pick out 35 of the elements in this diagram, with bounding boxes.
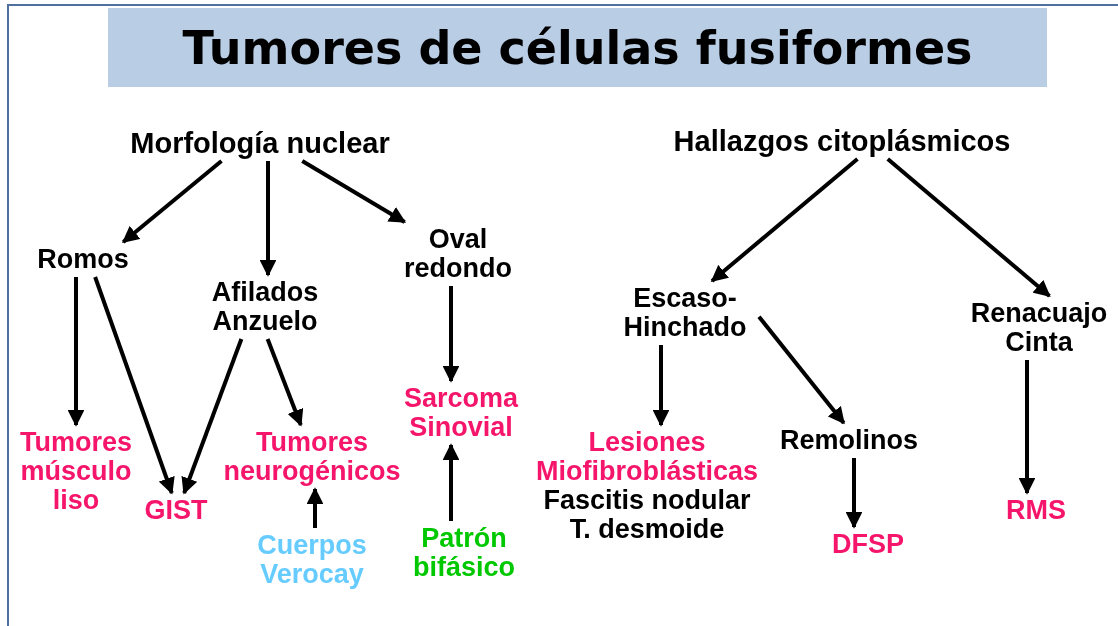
title: Tumores de células fusiformes xyxy=(182,20,973,75)
node-label: Romos xyxy=(36,245,130,274)
arrow xyxy=(710,157,859,283)
arrow xyxy=(122,159,223,244)
arrow xyxy=(845,458,863,529)
node-label: Afilados Anzuelo xyxy=(210,278,320,336)
arrow xyxy=(886,157,1051,298)
node-label: RMS xyxy=(1005,496,1067,525)
arrow xyxy=(306,487,324,528)
node-label: DFSP xyxy=(831,530,905,559)
arrow xyxy=(181,338,244,495)
arrow xyxy=(652,345,670,427)
node-label: Cuerpos Verocay xyxy=(256,531,368,589)
arrow xyxy=(67,277,85,427)
node-label: Morfología nuclear xyxy=(129,129,391,158)
node-label: Escaso- Hinchado xyxy=(622,284,748,342)
node-label: Sarcoma Sinovial xyxy=(402,384,520,442)
node-heading: Lesiones Miofibroblásticas xyxy=(534,428,759,486)
node-label: Remolinos xyxy=(779,426,919,455)
node-label: Patrón bifásico xyxy=(412,524,516,582)
node-label: Tumores neurogénicos xyxy=(222,428,402,486)
node-label: GIST xyxy=(143,496,209,525)
arrow xyxy=(93,276,175,495)
node-label: Hallazgos citoplásmicos xyxy=(672,127,1012,156)
node-label: Tumores músculo liso xyxy=(19,428,133,515)
arrow xyxy=(301,159,407,224)
node-label: Oval redondo xyxy=(403,225,513,283)
node-label: Renacuajo Cinta xyxy=(969,299,1109,357)
arrow xyxy=(442,443,460,521)
arrow xyxy=(259,161,277,277)
arrow xyxy=(442,286,460,383)
node-note: Fascitis nodular T. desmoide xyxy=(542,486,752,544)
arrow xyxy=(265,338,304,427)
arrow xyxy=(1018,360,1036,495)
arrow xyxy=(757,315,846,425)
